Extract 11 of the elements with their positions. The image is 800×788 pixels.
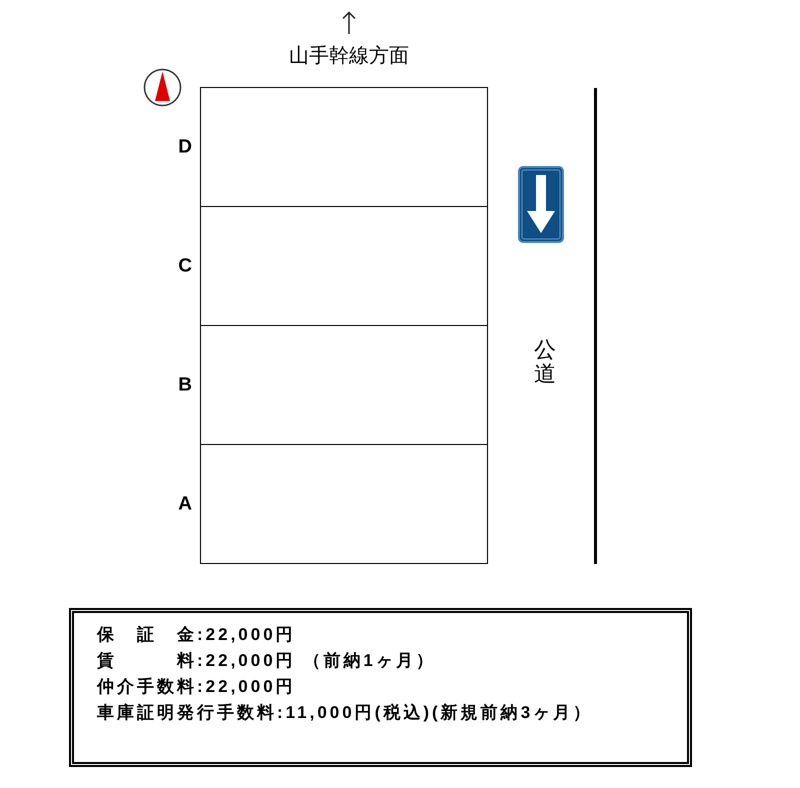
space-letter: A bbox=[178, 494, 192, 514]
fee-line: 車庫証明発行手数料:11,000円(税込)(新規前納3ヶ月） bbox=[97, 702, 594, 724]
space-letter: C bbox=[178, 256, 192, 276]
road-label: 公道 bbox=[534, 338, 556, 386]
space-letter: D bbox=[178, 138, 192, 156]
direction-label: 山手幹線方面 bbox=[288, 44, 410, 69]
fee-panel bbox=[69, 608, 692, 767]
fee-line: 仲介手数料:22,000円 bbox=[97, 676, 296, 698]
fee-line: 賃 料:22,000円 （前納1ヶ月） bbox=[97, 650, 436, 672]
space-letter: B bbox=[178, 376, 192, 394]
fee-line: 保 証 金:22,000円 bbox=[97, 624, 296, 646]
